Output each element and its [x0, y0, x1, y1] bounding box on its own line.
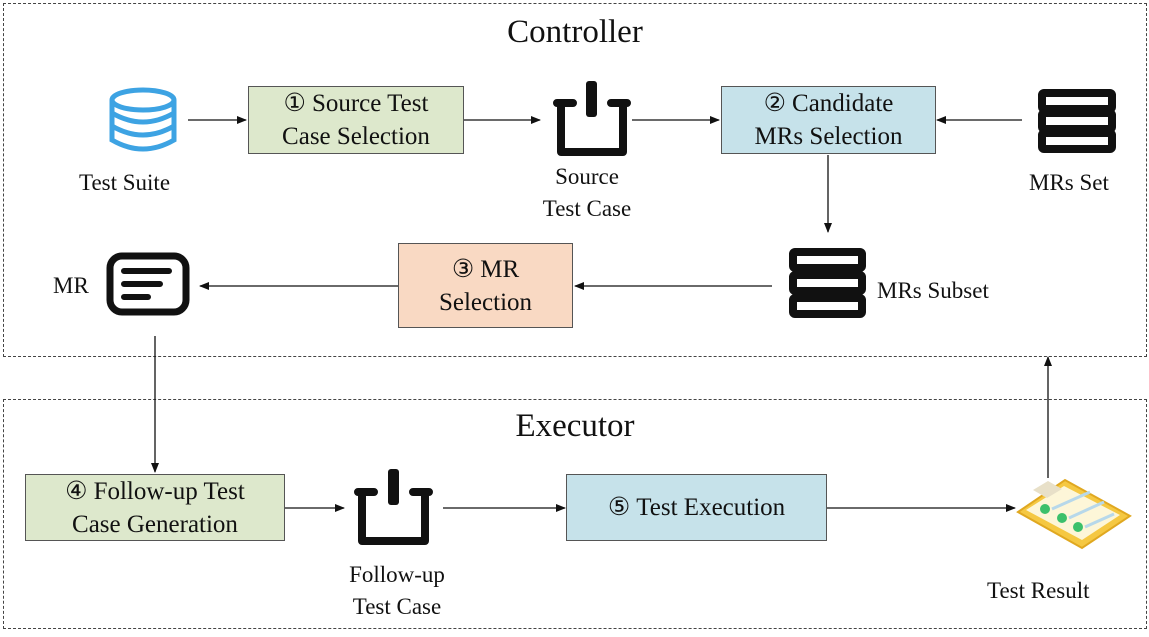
- step4-line2: Case Generation: [72, 510, 238, 538]
- step1-line2: Case Selection: [282, 123, 430, 150]
- step1-number: ①: [283, 90, 306, 117]
- test-result-icon: [1016, 478, 1132, 550]
- mrs-subset-icon: [789, 248, 866, 318]
- mrs-subset-label: MRs Subset: [877, 278, 989, 303]
- step3-number: ③: [451, 255, 475, 283]
- test-suite-label: Test Suite: [79, 170, 171, 195]
- followup-test-case-label: Follow-up Test Case: [333, 559, 461, 623]
- source-label-line1: Source: [555, 164, 619, 189]
- test-result-label: Test Result: [987, 578, 1090, 603]
- followup-label-line1: Follow-up: [349, 562, 445, 587]
- mr-document-icon: [106, 252, 190, 316]
- test-case-icon-followup: [354, 469, 433, 545]
- executor-region: Executor: [3, 399, 1147, 629]
- mr-label: MR: [53, 273, 89, 298]
- executor-title: Executor: [515, 408, 635, 444]
- mrs-set-label: MRs Set: [1029, 170, 1109, 195]
- step5-number: ⑤: [607, 494, 631, 521]
- step2-line2: MRs Selection: [754, 123, 903, 150]
- controller-region: Controller: [3, 3, 1147, 357]
- test-case-icon-source: [553, 81, 631, 156]
- followup-label-line2: Test Case: [352, 594, 442, 619]
- step5-label: Test Execution: [636, 494, 786, 521]
- step3-line2: Selection: [438, 288, 533, 316]
- controller-title: Controller: [507, 14, 643, 50]
- source-label-line2: Test Case: [542, 196, 632, 221]
- step2-number: ②: [763, 90, 787, 117]
- step1-line1: Source Test: [311, 90, 429, 117]
- step3-line1: MR: [480, 255, 520, 283]
- step4-number: ④: [65, 477, 88, 505]
- database-icon: [109, 87, 177, 152]
- source-test-case-label: Source Test Case: [528, 161, 646, 225]
- mrs-set-icon: [1038, 89, 1116, 153]
- step4-line1: Follow-up Test: [93, 477, 245, 505]
- step2-line1: Candidate: [792, 90, 894, 117]
